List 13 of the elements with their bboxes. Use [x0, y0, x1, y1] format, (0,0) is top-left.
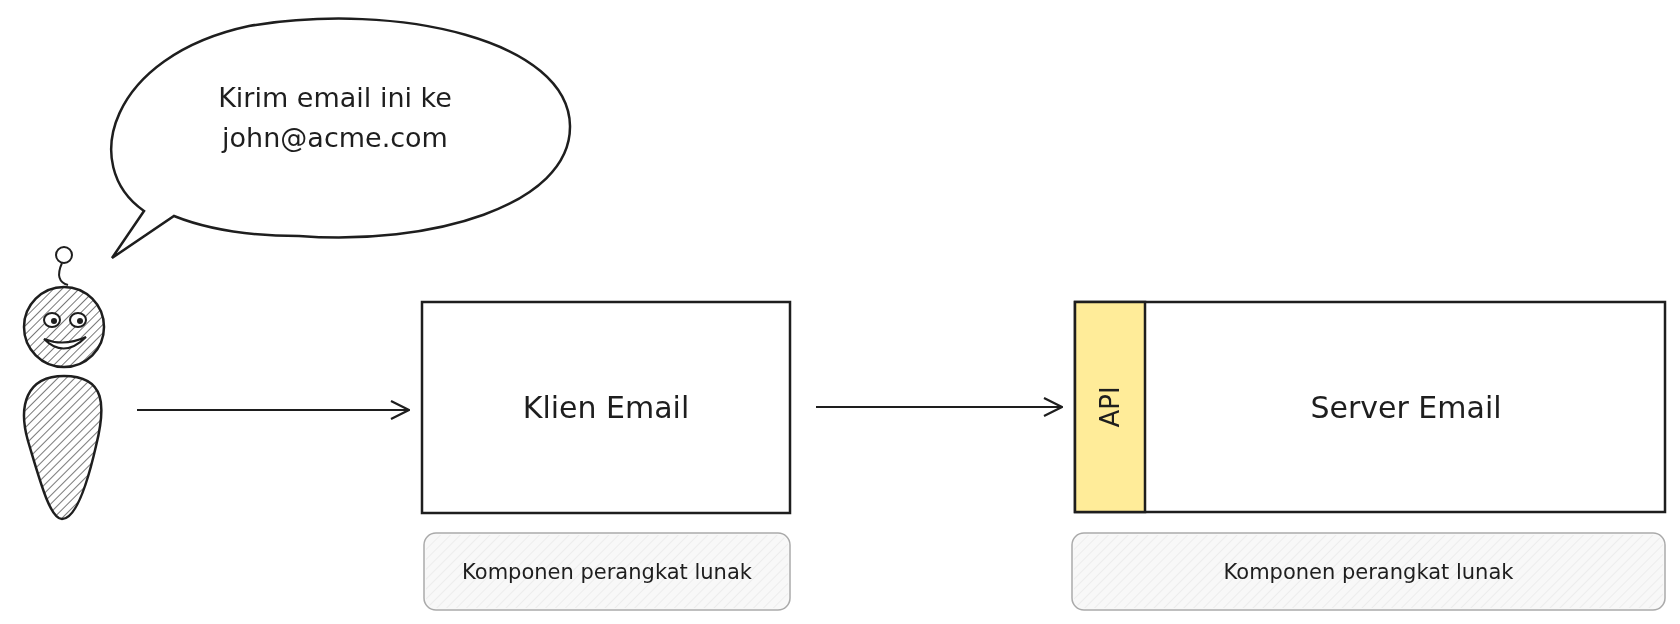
caption-tag [423, 532, 791, 611]
caption-tag [1071, 532, 1666, 611]
api-label: API [1095, 386, 1125, 428]
node-label: Klien Email [522, 390, 690, 425]
node-label: Komponen perangkat lunak [462, 559, 752, 584]
arrow [816, 396, 1064, 418]
node-label: Server Email [1310, 389, 1502, 425]
node-label: Komponen perangkat lunak [1223, 559, 1514, 584]
api-strip [1074, 301, 1146, 513]
arrow [137, 399, 411, 421]
node-label: Kirim email ini ke john@acme.com [217, 81, 453, 155]
process-box [421, 301, 791, 514]
process-box [1074, 301, 1666, 513]
